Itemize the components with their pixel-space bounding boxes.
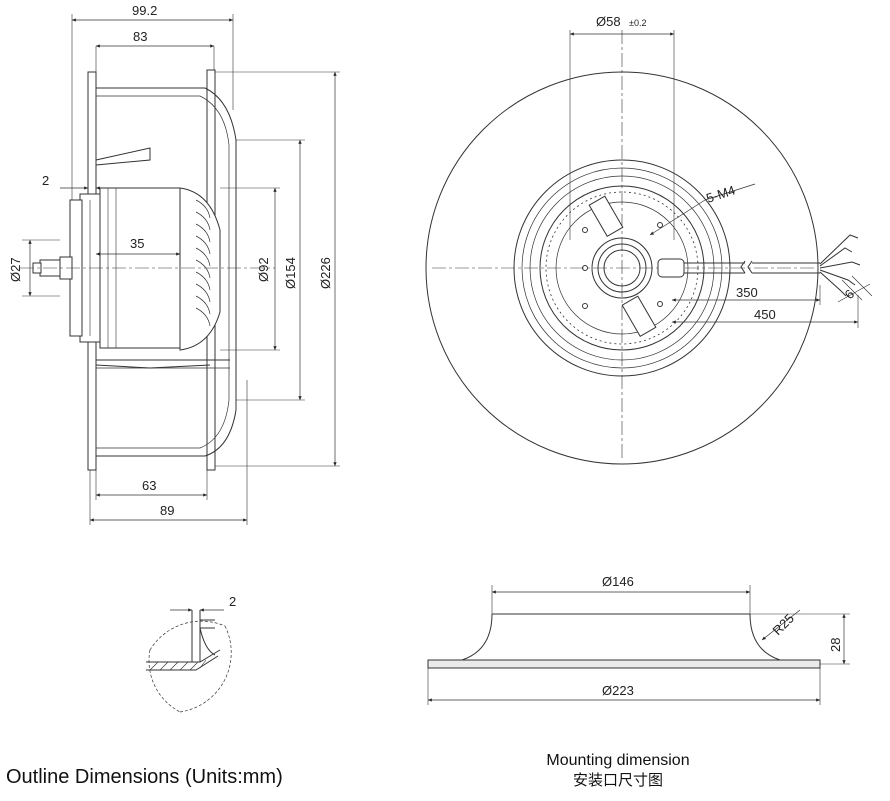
front-view	[425, 30, 873, 465]
dim-overall-depth: 99.2	[132, 3, 157, 18]
dim-bottom-inner: 63	[142, 478, 156, 493]
dim-mount-bottom-diameter: Ø223	[602, 683, 634, 698]
dim-bottom-outer: 89	[160, 503, 174, 518]
mounting-caption: Mounting dimension	[546, 752, 690, 769]
dim-center-diameter: Ø58	[596, 14, 621, 29]
detail-view	[146, 608, 232, 713]
dim-cable-length-450: 450	[754, 307, 776, 322]
dim-outer-diameter: Ø226	[318, 257, 333, 289]
outline-caption: Outline Dimensions (Units:mm)	[6, 766, 283, 788]
dim-mount-top-diameter: Ø146	[602, 574, 634, 589]
mounting-caption-chinese: 安装口尺寸图	[572, 771, 663, 789]
dim-flange-thickness: 2	[42, 173, 49, 188]
dim-shaft-diameter: Ø27	[8, 257, 23, 282]
dim-cable-length-350: 350	[736, 285, 758, 300]
dim-motor-offset: 35	[130, 236, 144, 251]
dim-wire-strip: 6	[842, 286, 858, 302]
dim-mount-height: 28	[828, 638, 843, 652]
mounting-view	[427, 585, 850, 705]
dim-hub-diameter: Ø92	[256, 257, 271, 282]
dim-mount-radius: R25	[770, 611, 797, 638]
dim-detail-thickness: 2	[229, 594, 236, 609]
dim-inlet-diameter: Ø154	[283, 257, 298, 289]
dim-inlet-depth: 83	[133, 29, 147, 44]
side-view	[20, 14, 340, 525]
dim-center-tolerance: ±0.2	[629, 18, 646, 28]
